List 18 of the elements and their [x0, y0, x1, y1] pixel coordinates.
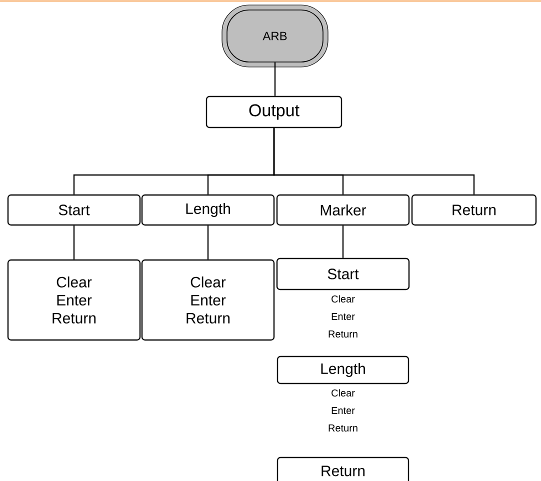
menu-box: Marker	[276, 194, 410, 226]
menu-box: Start	[7, 194, 141, 226]
menu-box: Output	[206, 96, 342, 128]
menu-option-list: Clear Enter Return	[328, 295, 358, 338]
menu-box: Return	[276, 456, 410, 481]
menu-box: Length	[141, 194, 275, 226]
connector-line	[342, 226, 344, 258]
start-terminal: ARB	[222, 4, 328, 68]
menu-box: Return	[411, 194, 537, 226]
connector-line	[273, 128, 475, 194]
connector-line	[274, 62, 276, 96]
connector-line	[73, 226, 75, 260]
menu-option-list: Clear Enter Return	[328, 389, 358, 432]
menu-box: Start	[276, 258, 410, 290]
menu-box: Clear Enter Return	[7, 259, 141, 341]
menu-box: Clear Enter Return	[141, 259, 275, 341]
connector-line	[207, 226, 209, 260]
menu-box: Length	[276, 356, 410, 384]
